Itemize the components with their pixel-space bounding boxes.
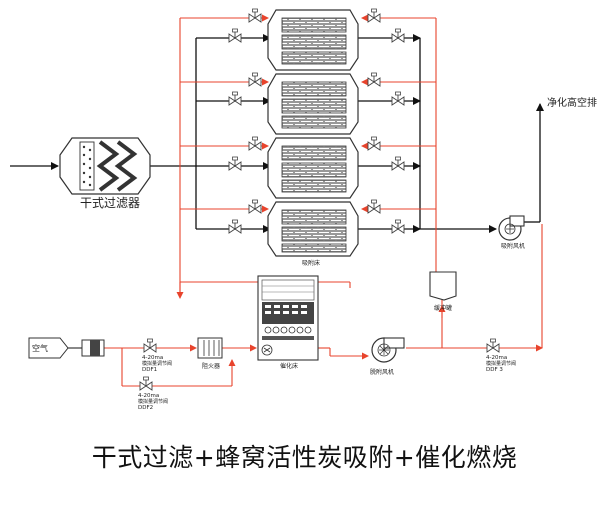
ddf2-name: DDF2 [138,405,153,411]
ddf2-desc: 模拟量调节阀 [138,398,168,405]
air-inlet [28,337,82,359]
ddf2-range: 4-20ma [138,393,159,399]
desorption-fan-label: 脱附风机 [370,368,394,376]
diagram-caption: 干式过滤+蜂窝活性炭吸附+催化燃烧 [91,443,518,472]
outlet-label: 净化高空排 [547,96,597,109]
ddf3-valve[interactable] [486,338,500,353]
adsorption-bed-2 [267,73,359,135]
air-filter [81,339,105,357]
ddf1-range: 4-20ma [142,355,163,361]
adsorption-bed-1 [267,9,359,71]
catalytic-bed-label: 催化床 [280,362,298,370]
adsorption-bed-4 [267,201,359,257]
flame-arrester-label: 阻火器 [202,362,220,370]
ddf1-valve[interactable] [143,338,157,353]
main-fan [498,215,525,241]
desorption-fan [371,337,405,363]
ddf2-valve[interactable] [139,376,153,391]
adsorption-bed-3 [267,137,359,199]
ddf1-name: DDF1 [142,367,157,373]
ddf1-desc: 模拟量调节阀 [142,360,172,367]
dry-filter-label: 干式过滤器 [80,196,140,210]
flame-arrester [197,337,223,359]
buffer-tank [429,271,457,301]
main-fan-label: 吸附风机 [501,242,525,250]
catalytic-unit [257,275,319,361]
ddf3-name: DDF 3 [486,367,503,373]
ddf3-desc: 模拟量调节阀 [486,360,516,367]
air-inlet-label: 空气 [32,343,48,353]
adsorption-bed-label: 吸附床 [302,259,320,267]
ddf3-range: 4-20ma [486,355,507,361]
dry-filter [59,137,151,195]
buffer-tank-label: 缓冲罐 [434,304,452,312]
